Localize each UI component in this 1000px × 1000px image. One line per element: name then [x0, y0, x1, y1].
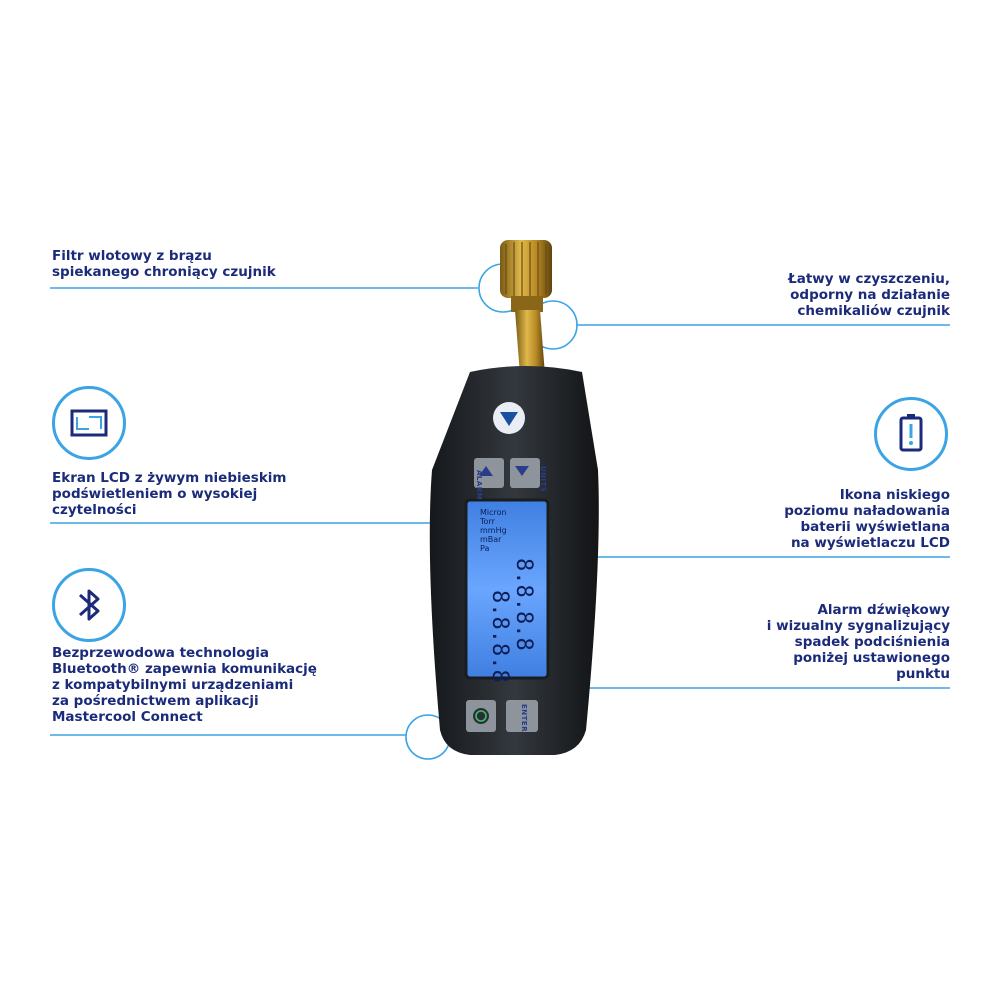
bluetooth-icon	[52, 568, 126, 642]
lcd-screen-icon	[52, 386, 126, 460]
alarm-button[interactable]: ALARM	[475, 470, 483, 501]
units-button[interactable]: UNITS	[539, 466, 547, 493]
lcd-digits-bottom: 8.8.8.8	[487, 590, 512, 683]
lcd-digits-top: 8.8.8.8	[511, 558, 536, 651]
low-battery-icon	[874, 397, 948, 471]
lcd-units: Micron Torr mmHg mBar Pa	[480, 508, 540, 553]
lcd-unit-label: Micron	[480, 508, 507, 517]
callout-battery: Ikona niskiego poziomu naładowania bater…	[784, 487, 950, 551]
lcd-unit-label: mmHg	[480, 526, 507, 535]
callout-filter: Filtr wlotowy z brązu spiekanego chronią…	[52, 248, 276, 280]
callout-alarm: Alarm dźwiękowy i wizualny sygnalizujący…	[766, 602, 950, 682]
units-button-shape	[510, 458, 540, 488]
lcd-unit-label: Pa	[480, 544, 490, 553]
lcd-unit-label: mBar	[480, 535, 502, 544]
callout-clean: Łatwy w czyszczeniu, odporny na działani…	[788, 271, 950, 319]
enter-button-shape	[506, 700, 538, 732]
callout-lcd: Ekran LCD z żywym niebieskim podświetlen…	[52, 470, 287, 518]
callout-bluetooth: Bezprzewodowa technologia Bluetooth® zap…	[52, 645, 317, 725]
brass-fitting	[500, 240, 552, 375]
lcd-unit-label: Torr	[480, 517, 495, 526]
enter-button[interactable]: ENTER	[520, 704, 528, 733]
lcd-screen	[464, 498, 550, 680]
